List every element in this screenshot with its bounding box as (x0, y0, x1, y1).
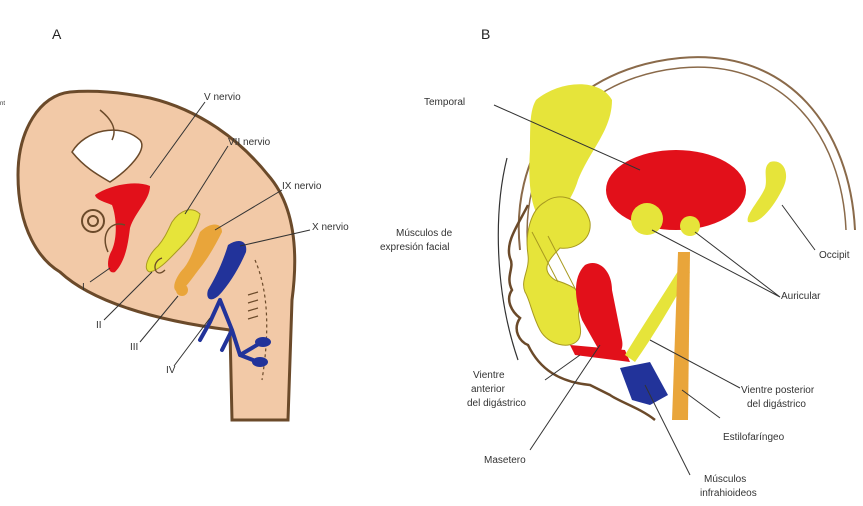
label-infra-2: infrahioideos (700, 488, 757, 500)
leader-vientre-ant (545, 355, 580, 380)
label-arch-iv: IV (166, 365, 175, 377)
facial-bracket (498, 158, 518, 360)
panel-b-head (494, 57, 855, 475)
nerve-ix-knob (176, 284, 188, 296)
auricular-blob-1 (631, 203, 663, 235)
label-arch-i: I (82, 282, 85, 294)
label-facial-2: expresión facial (380, 242, 449, 254)
panel-b-letter: B (481, 26, 490, 42)
label-vientre-post-1: Vientre posterior (741, 385, 814, 397)
label-vii-nervio: VII nervio (228, 137, 270, 149)
label-x-nervio: X nervio (312, 222, 349, 234)
panel-a-letter: A (52, 26, 61, 42)
label-vientre-ant-3: del digástrico (467, 398, 526, 410)
leader-vientre-post (650, 340, 740, 388)
label-estilofaringeo: Estilofaríngeo (723, 432, 784, 444)
label-facial-1: Músculos de (396, 228, 452, 240)
leader-masetero (530, 345, 600, 450)
eye-outer (82, 210, 104, 232)
label-temporal: Temporal (424, 97, 465, 109)
infrahyoid-muscles (620, 362, 668, 405)
nerve-x-bulb-2 (252, 357, 268, 367)
label-vientre-ant-2: anterior (471, 384, 505, 396)
nerve-x-bulb-1 (255, 337, 271, 347)
label-auricular: Auricular (781, 291, 820, 303)
masseter-muscle (576, 263, 622, 356)
leader-occipital (782, 205, 815, 250)
label-vientre-ant-1: Vientre (473, 370, 505, 382)
label-occipital: Occipit (819, 250, 850, 262)
label-infra-1: Músculos (704, 474, 746, 486)
label-arch-iii: III (130, 342, 138, 354)
label-vientre-post-2: del digástrico (747, 399, 806, 411)
occipital-muscle (748, 161, 786, 222)
label-v-nervio: V nervio (204, 92, 241, 104)
label-ix-nervio: IX nervio (282, 181, 321, 193)
label-arch-ii: II (96, 320, 102, 332)
temporal-muscle (606, 150, 746, 230)
facial-muscles (524, 197, 591, 345)
panel-a-edge-text: nt (0, 98, 5, 110)
label-masetero: Masetero (484, 455, 526, 467)
